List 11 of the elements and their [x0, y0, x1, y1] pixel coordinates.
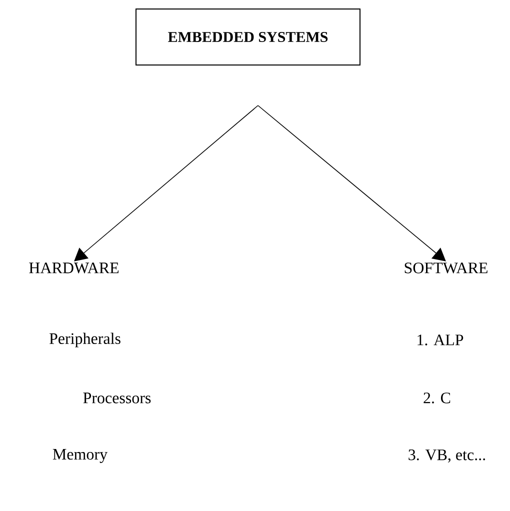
- list-item: Processors: [83, 392, 151, 404]
- category-label: SOFTWARE: [404, 262, 488, 274]
- title-box: EMBEDDED SYSTEMS: [136, 8, 360, 66]
- category-label: HARDWARE: [29, 262, 119, 274]
- list-item: 1. ALP: [418, 334, 464, 346]
- list-item: Memory: [52, 449, 108, 463]
- list-item: 3. VB, etc...: [408, 449, 486, 463]
- list-item: Peripherals: [49, 332, 120, 348]
- arrow: [74, 105, 258, 262]
- arrow: [258, 105, 446, 262]
- list-item: 2. C: [424, 392, 450, 404]
